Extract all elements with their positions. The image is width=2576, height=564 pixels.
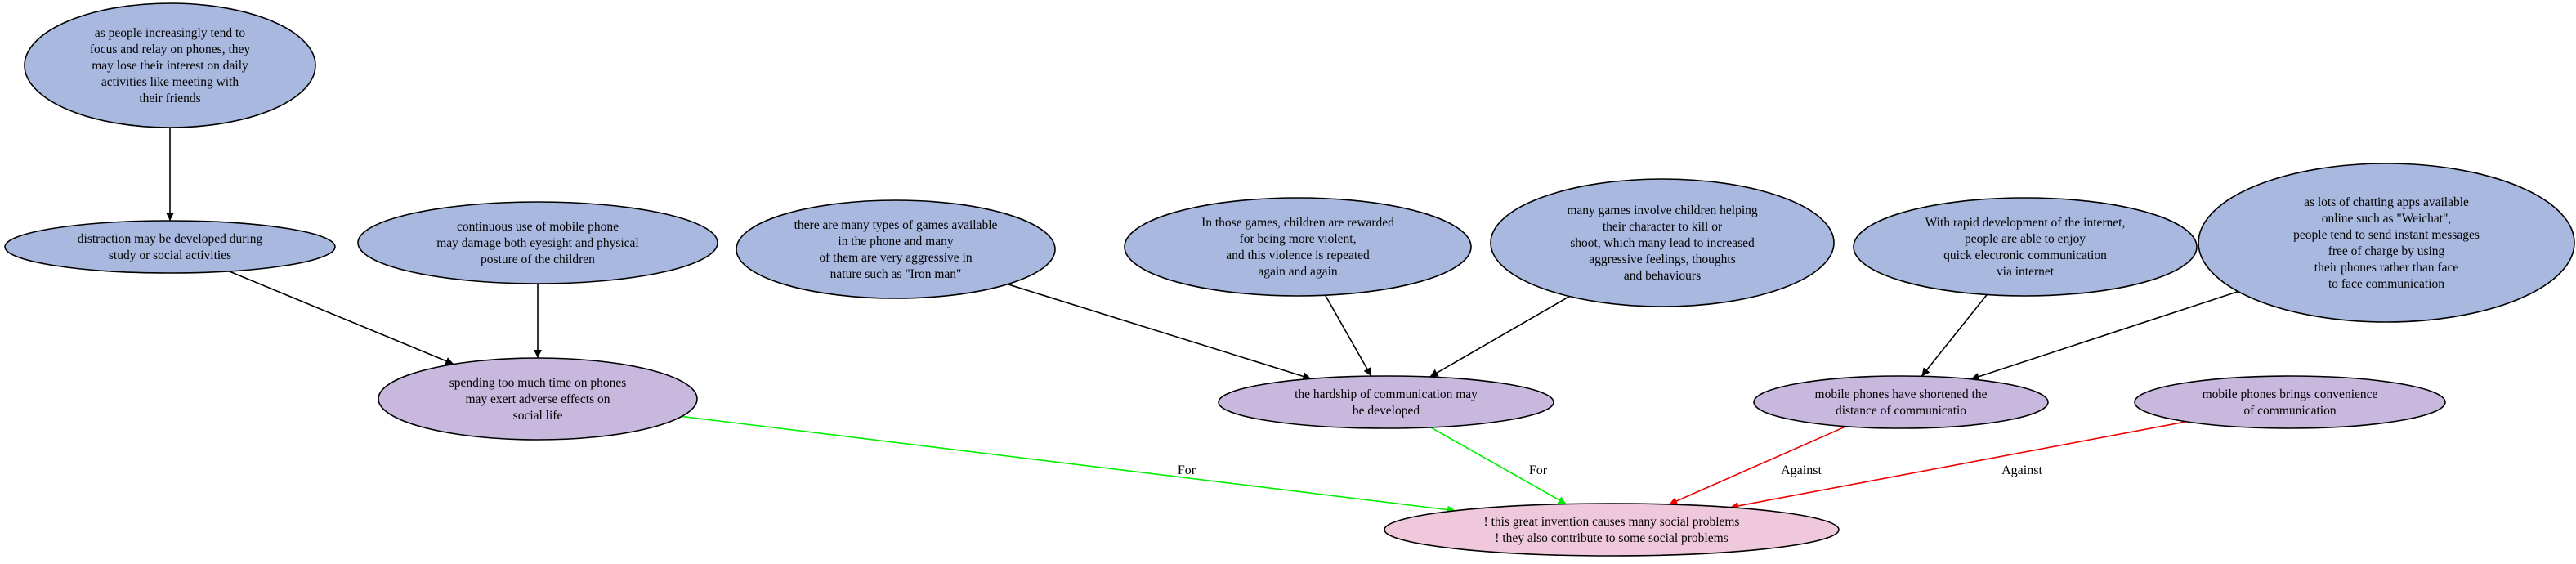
edge-n6-to-c2 xyxy=(1429,295,1570,378)
node-text-line: people tend to send instant messages xyxy=(2293,228,2480,242)
node-c2: the hardship of communication may be deve… xyxy=(1218,375,1554,429)
node-text-line: their phones rather than face xyxy=(2314,261,2459,275)
node-text-line: again and again xyxy=(1258,265,1338,279)
edge-c4-to-m xyxy=(1730,421,2187,510)
claim-ellipse xyxy=(1753,375,2049,429)
node-text-line: spending too much time on phones xyxy=(449,376,627,390)
edge-label-c1: For xyxy=(1178,463,1196,477)
node-text-line: aggressive feelings, thoughts xyxy=(1589,253,1736,266)
premise-ellipse xyxy=(357,201,718,284)
node-n8: as lots of chatting apps available online… xyxy=(2198,163,2575,323)
node-text-line: of them are very aggressive in xyxy=(819,251,972,265)
node-text-line: study or social activities xyxy=(109,248,231,262)
node-text-line: continuous use of mobile phone xyxy=(457,220,619,234)
node-text-line: ! they also contribute to some social pr… xyxy=(1495,531,1728,545)
node-text-line: distraction may be developed during xyxy=(78,232,263,246)
edge-n4-to-c2 xyxy=(1007,283,1312,381)
claim-ellipse xyxy=(2134,375,2446,429)
node-n2: distraction may be developed during study… xyxy=(4,220,336,274)
node-c1: spending too much time on phones may exer… xyxy=(378,357,698,441)
node-text-line: mobile phones brings convenience xyxy=(2203,387,2378,401)
node-text-line: there are many types of games available xyxy=(794,218,998,232)
node-text-line: their friends xyxy=(139,92,200,105)
premise-ellipse xyxy=(1124,197,1472,297)
node-text-line: quick electronic communication xyxy=(1943,248,2107,262)
node-text-line: In those games, children are rewarded xyxy=(1201,216,1394,230)
node-text-line: of communication xyxy=(2243,404,2336,418)
node-text-line: people are able to enjoy xyxy=(1965,232,2086,246)
node-n6: many games involve children helping their… xyxy=(1490,178,1835,307)
node-c4: mobile phones brings convenience of commu… xyxy=(2134,375,2446,429)
edge-label-c3: Against xyxy=(1781,463,1822,477)
edge-n7-to-c3 xyxy=(1921,293,1988,377)
edge-n8-to-c3 xyxy=(1970,290,2238,381)
node-m: ! this great invention causes many socia… xyxy=(1384,503,1840,557)
node-text-line: mobile phones have shortened the xyxy=(1815,387,1988,401)
node-text-line: distance of communicatio xyxy=(1836,404,1966,418)
node-n4: there are many types of games available i… xyxy=(736,199,1056,299)
node-text-line: social life xyxy=(513,409,563,423)
premise-ellipse xyxy=(736,199,1056,299)
node-text-line: as lots of chatting apps available xyxy=(2304,195,2469,209)
node-text-line: and this violence is repeated xyxy=(1226,248,1370,262)
node-n7: With rapid development of the internet, p… xyxy=(1853,197,2198,297)
node-n5: In those games, children are rewarded for… xyxy=(1124,197,1472,297)
claim-ellipse xyxy=(1218,375,1554,429)
node-n3: continuous use of mobile phone may damage… xyxy=(357,201,718,284)
premise-ellipse xyxy=(4,220,336,274)
node-c3: mobile phones have shortened the distance… xyxy=(1753,375,2049,429)
node-text-line: With rapid development of the internet, xyxy=(1925,216,2126,230)
node-text-line: their character to kill or xyxy=(1603,220,1723,234)
node-text-line: ! this great invention causes many socia… xyxy=(1484,515,1740,529)
edge-c1-to-m xyxy=(682,415,1456,514)
node-text-line: may damage both eyesight and physical xyxy=(436,236,639,250)
node-text-line: to face communication xyxy=(2328,277,2444,291)
node-text-line: be developed xyxy=(1353,404,1420,418)
node-text-line: the hardship of communication may xyxy=(1295,387,1478,401)
edge-c3-to-m xyxy=(1668,425,1846,505)
node-text-line: online such as "Weichat", xyxy=(2322,212,2452,226)
node-text-line: as people increasingly tend to xyxy=(95,26,245,40)
conclusion-ellipse xyxy=(1384,503,1840,557)
edge-n2-to-c1 xyxy=(228,271,454,365)
edge-c2-to-m xyxy=(1430,427,1567,505)
edges-layer: For For Against Against xyxy=(166,128,2238,514)
edge-label-c2: For xyxy=(1529,463,1548,477)
node-text-line: for being more violent, xyxy=(1240,232,1357,246)
premise-ellipse xyxy=(24,2,316,128)
edge-label-c4: Against xyxy=(2001,463,2042,477)
node-text-line: posture of the children xyxy=(481,253,595,266)
nodes-layer: as people increasingly tend to focus and … xyxy=(4,2,2575,557)
node-text-line: via internet xyxy=(1997,265,2055,279)
node-text-line: in the phone and many xyxy=(838,235,953,248)
premise-ellipse xyxy=(1853,197,2198,297)
node-text-line: many games involve children helping xyxy=(1567,204,1758,217)
edge-n5-to-c2 xyxy=(1324,294,1372,377)
node-text-line: focus and relay on phones, they xyxy=(90,43,251,56)
node-text-line: activities like meeting with xyxy=(101,75,239,89)
premise-ellipse xyxy=(1490,178,1835,307)
node-text-line: and behaviours xyxy=(1624,269,1701,283)
claim-ellipse xyxy=(378,357,698,441)
node-text-line: may exert adverse effects on xyxy=(465,392,610,406)
node-text-line: may lose their interest on daily xyxy=(92,59,248,73)
node-text-line: nature such as "Iron man" xyxy=(830,267,962,281)
node-text-line: shoot, which many lead to increased xyxy=(1570,236,1755,250)
premise-ellipse xyxy=(2198,163,2575,323)
node-n1: as people increasingly tend to focus and … xyxy=(24,2,316,128)
node-text-line: free of charge by using xyxy=(2328,244,2445,258)
